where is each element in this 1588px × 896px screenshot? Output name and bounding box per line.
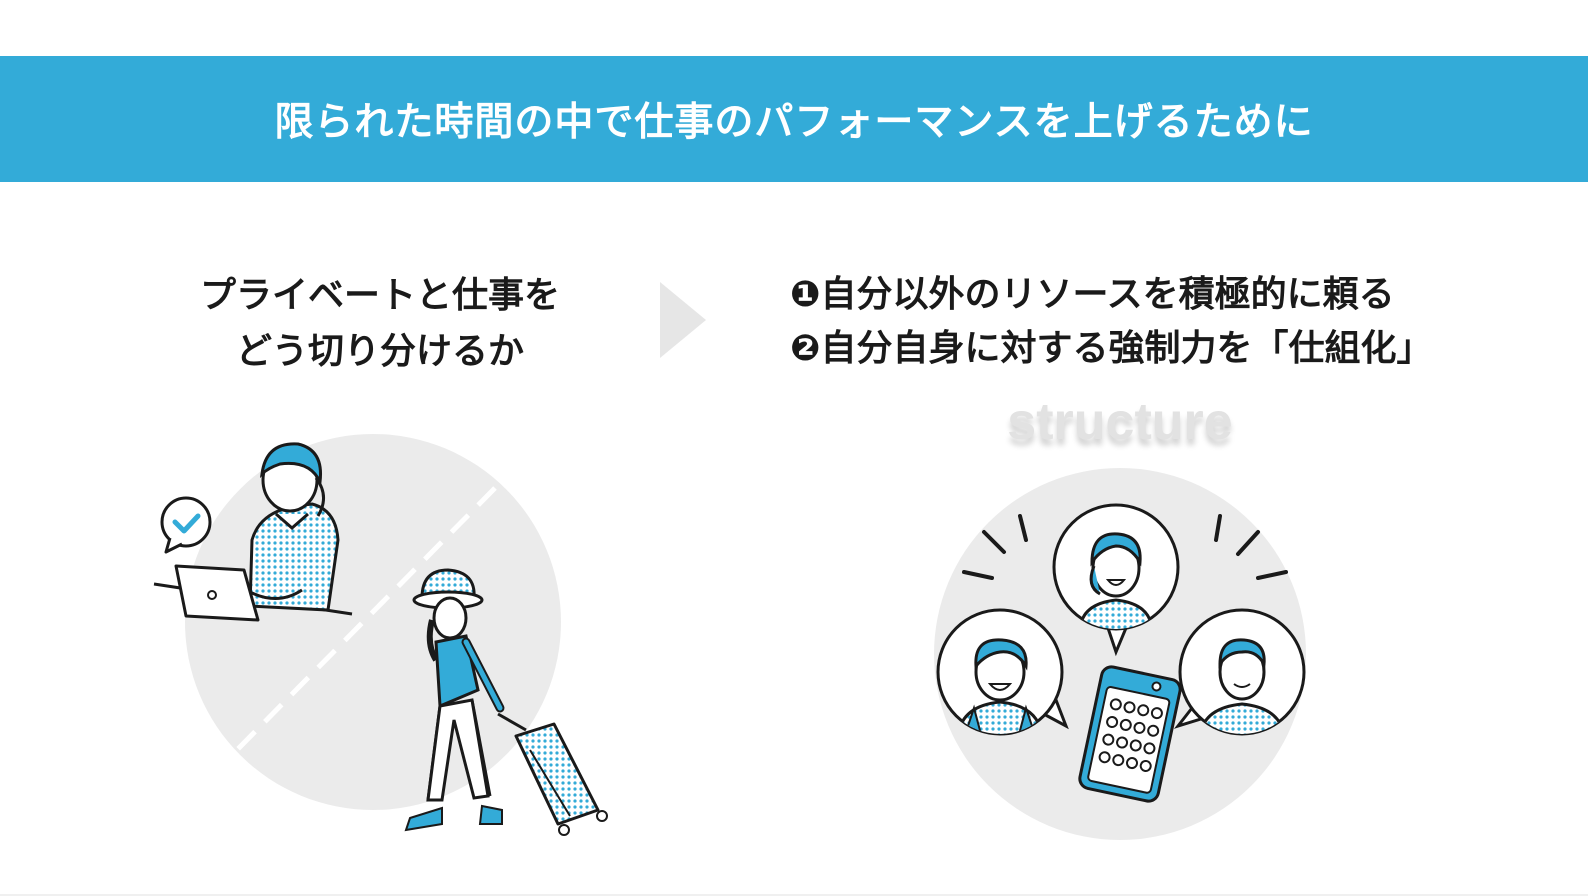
person-bubble-left xyxy=(936,608,1069,736)
chevron-right-arrow xyxy=(660,282,706,358)
title-banner: 限られた時間の中で仕事のパフォーマンスを上げるために xyxy=(0,56,1588,182)
smartphone-icon xyxy=(1078,665,1182,803)
bottom-divider xyxy=(0,894,1588,896)
suitcase-icon xyxy=(497,712,608,836)
work-life-illustration xyxy=(153,434,608,836)
structure-word: structure xyxy=(1007,393,1233,451)
left-heading-line-2: どう切り分けるか xyxy=(235,331,524,372)
person-bubble-top xyxy=(1052,503,1180,657)
emphasis-marks xyxy=(962,514,1288,580)
left-heading: プライベートと仕事を どう切り分けるか xyxy=(130,268,630,380)
left-heading-line-1: プライベートと仕事を xyxy=(199,275,560,316)
person-bubble-right xyxy=(1173,608,1306,736)
traveler-figure xyxy=(404,568,505,832)
background-circle xyxy=(934,468,1306,840)
right-heading: ❶自分以外のリソースを積極的に頼る ❷自分自身に対する強制力を「仕組化」 xyxy=(790,268,1510,376)
laptop-icon xyxy=(174,564,260,622)
support-network-illustration xyxy=(934,468,1306,840)
office-worker-figure xyxy=(248,442,340,612)
divider-dashed-line xyxy=(233,486,497,754)
right-item-1: ❶自分以外のリソースを積極的に頼る xyxy=(790,274,1395,315)
page-title: 限られた時間の中で仕事のパフォーマンスを上げるために xyxy=(274,100,1314,145)
right-item-2: ❷自分自身に対する強制力を「仕組化」 xyxy=(790,328,1433,369)
check-speech-bubble-icon xyxy=(160,496,212,554)
background-circle xyxy=(185,434,561,810)
